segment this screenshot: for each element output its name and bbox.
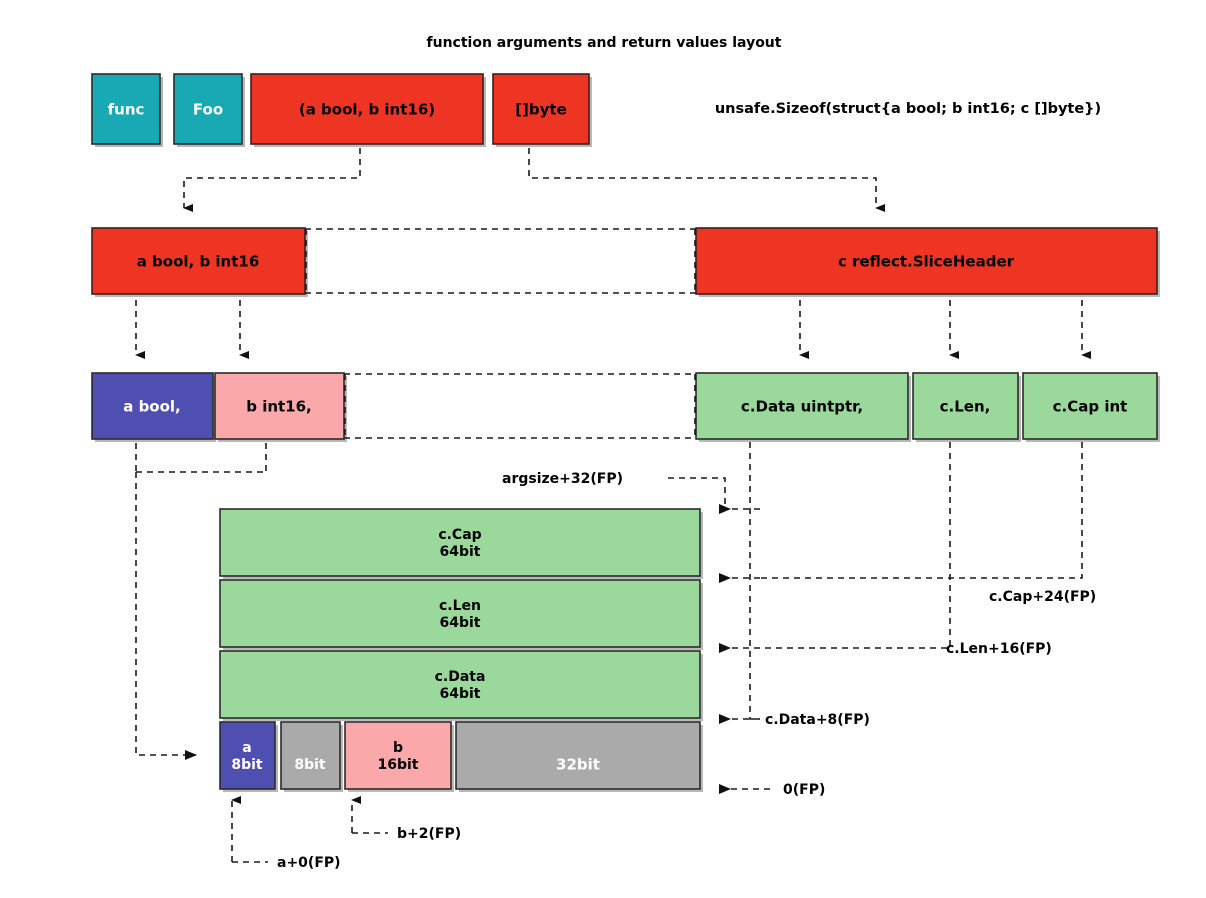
stack-slot-cdata-name: c.Data	[435, 669, 486, 685]
fields-row: a bool, b int16, c.Data uintptr, c.Len,	[91, 372, 1160, 442]
params-box-ab[interactable]: a bool, b int16	[91, 227, 308, 297]
stack-byte-pad1[interactable]: 8bit	[280, 721, 343, 792]
signature-row: func Foo (a bool, b int16) []byte	[91, 73, 592, 147]
stack-byte-a-name: a	[242, 740, 251, 756]
offset-label-argsize: argsize+32(FP)	[502, 471, 623, 487]
field-box-ccap[interactable]: c.Cap int	[1022, 372, 1160, 442]
field-box-ccap-label: c.Cap int	[1053, 398, 1128, 416]
signature-box-func-label: func	[108, 101, 145, 119]
offset-label-zero: 0(FP)	[783, 782, 825, 798]
stack-slot-cdata[interactable]: c.Data 64bit	[219, 650, 703, 721]
offset-leader-clen: c.Len+16(FP)	[719, 442, 1052, 657]
field-box-a-bool[interactable]: a bool,	[91, 372, 216, 442]
stack-slot-clen-size: 64bit	[440, 615, 481, 631]
field-box-cdata[interactable]: c.Data uintptr,	[695, 372, 911, 442]
params-row: a bool, b int16 c reflect.SliceHeader	[91, 227, 1160, 297]
stack-slot-ccap-name: c.Cap	[438, 527, 481, 543]
signature-box-name-label: Foo	[193, 101, 223, 119]
field-box-a-bool-label: a bool,	[123, 398, 181, 416]
offset-label-clen: c.Len+16(FP)	[946, 641, 1052, 657]
offset-leader-b: b+2(FP)	[351, 796, 461, 842]
offset-leader-argsize: argsize+32(FP)	[502, 471, 760, 514]
field-box-clen[interactable]: c.Len,	[912, 372, 1021, 442]
stack-slot-clen-name: c.Len	[439, 598, 481, 614]
signature-box-return-label: []byte	[515, 101, 567, 119]
signature-box-args[interactable]: (a bool, b int16)	[250, 73, 486, 147]
stack-byte-pad2-size: 32bit	[556, 756, 600, 774]
stack-layout: c.Cap 64bit c.Len 64bit c.Data 64bit a 8	[219, 508, 703, 792]
offset-label-ccap: c.Cap+24(FP)	[989, 589, 1096, 605]
stack-byte-b-name: b	[393, 740, 403, 756]
stack-byte-pad2[interactable]: 32bit	[455, 721, 703, 792]
stack-slot-ccap-size: 64bit	[440, 544, 481, 560]
connector-args-to-params	[183, 148, 361, 212]
offset-label-cdata: c.Data+8(FP)	[765, 712, 870, 728]
stack-byte-b-size: 16bit	[378, 757, 419, 773]
params-box-sliceheader[interactable]: c reflect.SliceHeader	[695, 227, 1160, 297]
stack-slot-cdata-size: 64bit	[440, 686, 481, 702]
field-box-cdata-label: c.Data uintptr,	[741, 398, 863, 416]
field-width-bracket	[135, 443, 267, 760]
field-box-b-int16[interactable]: b int16,	[214, 372, 347, 442]
offset-label-b: b+2(FP)	[397, 826, 461, 842]
params-box-ab-label: a bool, b int16	[137, 253, 260, 271]
offset-leader-cdata: c.Data+8(FP)	[719, 442, 870, 728]
signature-box-name[interactable]: Foo	[173, 73, 245, 147]
offset-leader-zero: 0(FP)	[719, 782, 825, 798]
stack-byte-b[interactable]: b 16bit	[344, 721, 454, 792]
connector-return-to-sliceheader	[528, 148, 885, 212]
connector-params-to-fields	[135, 300, 1091, 359]
field-box-clen-label: c.Len,	[940, 398, 991, 416]
signature-box-args-label: (a bool, b int16)	[299, 101, 435, 119]
params-box-sliceheader-label: c reflect.SliceHeader	[838, 253, 1015, 271]
stack-slot-ccap[interactable]: c.Cap 64bit	[219, 508, 703, 579]
stack-byte-a[interactable]: a 8bit	[219, 721, 278, 792]
stack-byte-a-size: 8bit	[231, 757, 263, 773]
signature-box-func[interactable]: func	[91, 73, 163, 147]
sizeof-note: unsafe.Sizeof(struct{a bool; b int16; c …	[715, 101, 1101, 117]
offset-label-a: a+0(FP)	[277, 855, 341, 871]
page-title: function arguments and return values lay…	[427, 35, 782, 51]
stack-slot-clen[interactable]: c.Len 64bit	[219, 579, 703, 650]
stack-byte-pad1-size: 8bit	[294, 757, 326, 773]
field-box-b-int16-label: b int16,	[246, 398, 312, 416]
offset-leader-a: a+0(FP)	[231, 796, 341, 871]
signature-box-return[interactable]: []byte	[492, 73, 592, 147]
offset-leader-ccap: c.Cap+24(FP)	[719, 442, 1096, 605]
